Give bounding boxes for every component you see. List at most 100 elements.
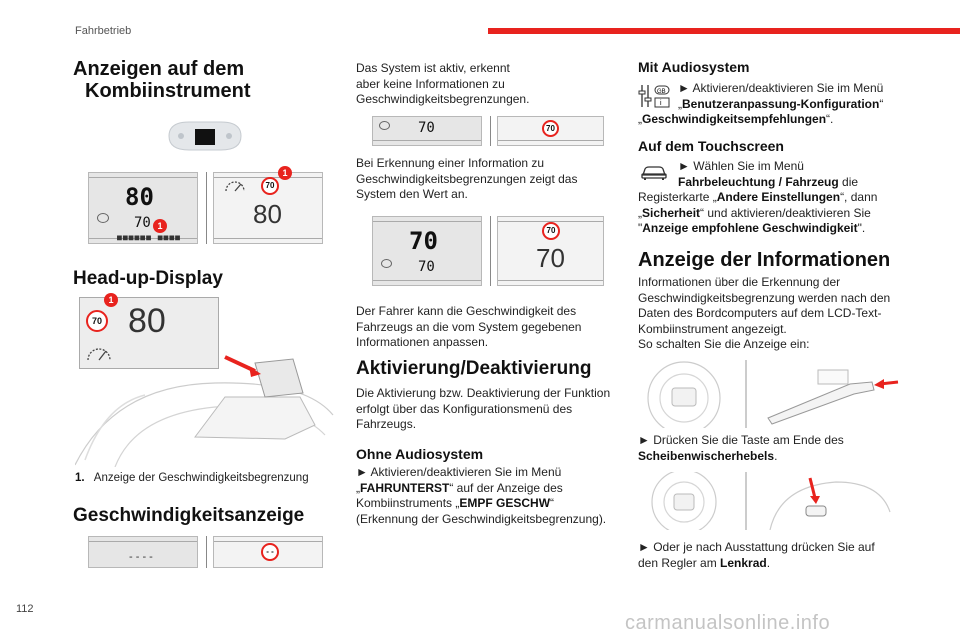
- divider: [206, 536, 207, 568]
- activation-title: Aktivierung/Deaktivierung: [356, 358, 592, 379]
- control-name: Lenkrad: [720, 555, 767, 570]
- text-line: „Benutzeranpassung-Konfiguration“: [678, 96, 884, 111]
- hud-display-panel: 70 80: [79, 297, 219, 369]
- caption-number: 1.: [75, 472, 85, 484]
- text-line: So schalten Sie die Anzeige ein:: [638, 337, 810, 351]
- info-paragraph: Informationen über die Erkennung der Ges…: [638, 275, 906, 353]
- gauge-icon: [225, 181, 245, 192]
- text-line: „Geschwindigkeitsempfehlungen“.: [638, 112, 834, 126]
- text-line: Informationen über die Erkennung der: [638, 275, 841, 289]
- title-line1: Anzeigen auf dem: [73, 58, 245, 80]
- text-line: ► Drücken Sie die Taste am Ende des: [638, 433, 844, 447]
- speed-panel-right: - -: [213, 536, 323, 568]
- menu-item: Geschwindigkeitsempfehlungen: [642, 112, 827, 126]
- speed-sign: 70: [542, 222, 560, 240]
- text-line: Fahrbeleuchtung / Fahrzeug die: [678, 174, 859, 189]
- audio-title: Mit Audiosystem: [638, 59, 750, 75]
- press-wheel-instruction: ► Oder je nach Ausstattung drücken Sie a…: [638, 540, 906, 571]
- touchscreen-title: Auf dem Touchscreen: [638, 138, 784, 154]
- speed-limit-icon: [379, 121, 390, 130]
- info-title: Anzeige der Informationen: [638, 249, 891, 271]
- caption-text: Anzeige der Geschwindigkeitsbegrenzung: [93, 472, 309, 484]
- text-line: Kombiinstruments „EMPF GESCHW“: [356, 496, 555, 510]
- car-icon: [641, 166, 667, 180]
- figure-caption: 1. Anzeige der Geschwindigkeitsbegrenzun…: [75, 472, 309, 484]
- text-line: Der Fahrer kann die Geschwindigkeit des: [356, 304, 577, 318]
- steering-control-illustration: [651, 472, 891, 530]
- hud-speed: 80: [128, 302, 166, 340]
- text-line: Das System ist aktiv, erkennt: [356, 61, 510, 75]
- hud-speed-sign: 70: [86, 310, 108, 332]
- header-accent-bar: [488, 28, 960, 34]
- callout-badge: 1: [278, 166, 292, 180]
- text-line: Scheibenwischerhebels.: [638, 448, 778, 463]
- speed-sign: 70: [542, 120, 559, 137]
- speed-sign: - -: [261, 543, 279, 561]
- page-number: 112: [16, 603, 34, 615]
- text-line: Fahrzeugs an die vom System gegebenen: [356, 319, 582, 334]
- text-line: erfolgt über das Konfigurationsmenü des: [356, 401, 573, 416]
- no-audio-instructions: ► Aktivieren/deaktivieren Sie im Menü „F…: [356, 465, 621, 527]
- cluster-speed-large: 70: [536, 243, 565, 273]
- text-line: Geschwindigkeitsbegrenzung werden nach d…: [638, 290, 891, 305]
- menu-name: FAHRUNTERST: [360, 480, 450, 495]
- text-line: „Sicherheit“ und aktivieren/deaktivieren…: [638, 205, 871, 220]
- callout-badge: 1: [104, 293, 118, 307]
- paragraph-detected: Bei Erkennung einer Information zu Gesch…: [356, 156, 616, 203]
- text-line: Die Aktivierung bzw. Deaktivierung der F…: [356, 386, 611, 400]
- speed-limit-icon: [97, 213, 109, 223]
- control-name: Scheibenwischerhebels: [638, 448, 775, 463]
- text-line: Kombiinstrument angezeigt.: [638, 321, 787, 336]
- text-line: ► Aktivieren/deaktivieren Sie im Menü: [356, 465, 562, 479]
- svg-text:i: i: [660, 100, 662, 107]
- press-stalk-instruction: ► Drücken Sie die Taste am Ende des Sche…: [638, 433, 906, 464]
- speed-display-title: Geschwindigkeitsanzeige: [73, 505, 305, 526]
- paragraph-activation: Die Aktivierung bzw. Deaktivierung der F…: [356, 386, 621, 433]
- text-line: Bei Erkennung einer Information zu: [356, 156, 545, 170]
- text-line: ► Aktivieren/deaktivieren Sie im Menü: [678, 81, 884, 95]
- cluster-speed-large: 80: [253, 199, 282, 229]
- no-audio-title: Ohne Audiosystem: [356, 446, 484, 462]
- cluster-speed-small: 70: [418, 120, 435, 136]
- hud-title: Head-up-Display: [73, 268, 223, 289]
- text-line: Informationen anpassen.: [356, 335, 489, 349]
- menu-item: EMPF GESCHW: [459, 496, 551, 510]
- cluster-panel-detected: 70 70: [372, 216, 482, 286]
- svg-text:GB: GB: [657, 89, 666, 95]
- text-line: (Erkennung der Geschwindigkeitsbegrenzun…: [356, 511, 607, 526]
- wiper-stalk-illustration: [647, 360, 899, 428]
- menu-name: Fahrbeleuchtung / Fahrzeug: [678, 174, 839, 189]
- cluster-panel-right: 70: [497, 116, 604, 146]
- text-line: Fahrzeugs.: [356, 417, 417, 431]
- cluster-display-panel: 80 70 ■■■■■■ ■■■■: [88, 172, 198, 244]
- speed-limit-icon: [381, 259, 392, 268]
- text-line: "Anzeige empfohlene Geschwindigkeit".: [638, 221, 866, 235]
- text-line: „FAHRUNTERST“ auf der Anzeige des: [356, 480, 563, 495]
- text-line: System den Wert an.: [356, 187, 468, 201]
- speed-dashes: - - - -: [129, 551, 153, 563]
- divider: [490, 216, 491, 286]
- text-line: Daten des Bordcomputers auf dem LCD-Text…: [638, 306, 882, 320]
- text-line: Geschwindigkeitsbegrenzungen zeigt das: [356, 171, 578, 186]
- speed-sign: 70: [261, 177, 279, 195]
- menu-item: Sicherheit: [642, 205, 701, 220]
- cluster-dots: ■■■■■■ ■■■■: [117, 233, 181, 242]
- tab-name: Andere Einstellungen: [716, 190, 841, 204]
- text-line: ► Wählen Sie im Menü: [678, 159, 804, 173]
- text-line: Geschwindigkeitsbegrenzungen.: [356, 92, 530, 106]
- divider: [206, 172, 207, 244]
- section-label: Fahrbetrieb: [75, 25, 132, 37]
- cluster-thumbnail-icon: [168, 121, 242, 151]
- text-line: ► Oder je nach Ausstattung drücken Sie a…: [638, 540, 875, 554]
- cluster-right-panel: 70 80: [213, 172, 323, 244]
- touchscreen-instructions: ► Wählen Sie im Menü Fahrbeleuchtung / F…: [638, 159, 900, 237]
- paragraph-active: Das System ist aktiv, erkennt aber keine…: [356, 61, 616, 108]
- cluster-panel-nolimit: 70: [372, 116, 482, 146]
- paragraph-driver: Der Fahrer kann die Geschwindigkeit des …: [356, 304, 616, 351]
- cluster-section-title: Anzeigen auf dem Kombiinstrument: [73, 58, 293, 102]
- divider: [490, 116, 491, 146]
- speed-panel-left: - - - -: [88, 536, 198, 568]
- watermark: carmanualsonline.info: [625, 612, 831, 634]
- cluster-speed-small: 70: [418, 259, 435, 275]
- title-line2: Kombiinstrument: [85, 80, 251, 102]
